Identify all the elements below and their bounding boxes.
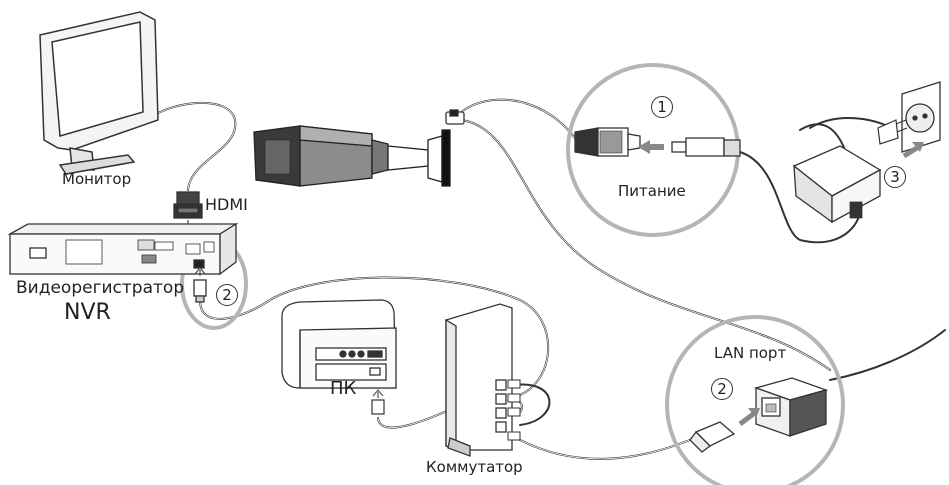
hdmi-label: HDMI <box>205 195 248 214</box>
power-label: Питание <box>618 182 686 200</box>
step-badge-lan: 2 <box>711 378 733 400</box>
nvr-rj45-plug-icon <box>193 266 207 303</box>
step-badge-power: 1 <box>651 96 673 118</box>
nvr-label-line2: NVR <box>64 300 111 325</box>
arrow-up-right-icon <box>902 142 924 159</box>
power-plug-icon <box>877 119 908 145</box>
pc-label: ПК <box>330 378 357 399</box>
arrow-left-icon <box>638 140 664 154</box>
lan-rj45-plug-icon <box>689 421 736 453</box>
camera-icon <box>253 125 451 187</box>
power-adapter-icon <box>792 145 882 224</box>
monitor-label: Монитор <box>62 170 132 188</box>
monitor-icon <box>39 11 159 175</box>
nvr-label-line1: Видеорегистратор <box>16 278 185 298</box>
pc-rj45-plug-icon <box>371 389 385 415</box>
switch-icon <box>445 303 513 457</box>
wall-outlet-icon <box>901 81 941 153</box>
switch-lan-cable <box>519 439 691 460</box>
lan-highlight-circle <box>665 315 845 485</box>
dc-male-plug-icon <box>671 137 741 157</box>
dc-female-connector-icon <box>574 127 641 157</box>
switch-rj45-plugs-icon <box>507 379 521 441</box>
switch-label: Коммутатор <box>426 458 523 476</box>
nvr-icon <box>7 222 239 276</box>
arrow-up-right-lan-icon <box>738 408 760 426</box>
lan-port-label: LAN порт <box>714 344 787 362</box>
camera-lan-cable <box>461 119 831 371</box>
adapter-dc-cable <box>739 151 861 244</box>
hdmi-plug-icon <box>173 191 203 234</box>
lan-coupler-icon <box>753 377 829 437</box>
step-badge-outlet: 3 <box>884 166 906 188</box>
camera-cable-connector-icon <box>445 109 465 125</box>
step-badge-nvr: 2 <box>216 284 238 306</box>
pc-icon <box>281 299 397 389</box>
